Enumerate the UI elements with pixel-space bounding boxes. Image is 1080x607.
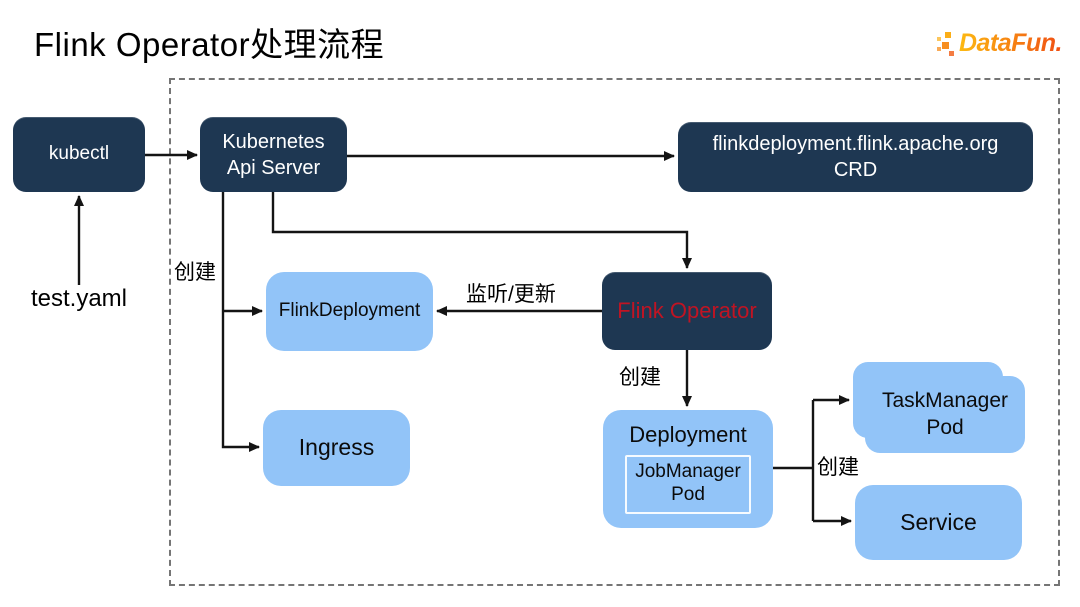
node-api-server-line1: Kubernetes — [222, 130, 325, 153]
node-service: Service — [855, 485, 1022, 560]
node-crd-line2: CRD — [833, 159, 878, 181]
edge-label-watch-update: 监听/更新 — [466, 283, 556, 306]
node-ingress-label: Ingress — [298, 434, 375, 461]
node-taskmanager-pod: TaskManager Pod — [853, 362, 1025, 453]
node-ingress: Ingress — [263, 410, 410, 486]
datafun-logo: DataFun. — [936, 29, 1062, 58]
node-taskmanager-pod-label: TaskManager Pod — [865, 376, 1025, 453]
node-flinkdeployment-label: FlinkDeployment — [278, 300, 421, 322]
node-flinkdeployment: FlinkDeployment — [266, 272, 433, 351]
node-jobmanager-pod: JobManager Pod — [625, 454, 751, 514]
node-crd-line1: flinkdeployment.flink.apache.org — [712, 133, 999, 155]
datafun-sparkle-icon — [937, 31, 954, 56]
node-api-server: Kubernetes Api Server — [200, 117, 347, 192]
edge-label-create-pods: 创建 — [817, 456, 859, 479]
node-kubectl: kubectl — [13, 117, 145, 192]
node-taskmanager-pod-line2: Pod — [926, 415, 964, 439]
node-deployment: Deployment JobManager Pod — [603, 410, 773, 528]
node-flink-operator-label: Flink Operator — [617, 297, 757, 323]
taskmanager-pod-front-card — [865, 376, 1025, 453]
test-yaml-label: test.yaml — [30, 285, 128, 312]
node-kubectl-label: kubectl — [48, 143, 110, 165]
node-jobmanager-pod-line1: JobManager — [635, 461, 741, 483]
node-service-label: Service — [900, 508, 977, 535]
edge-label-create-flinkdeployment: 创建 — [174, 261, 216, 284]
node-flink-operator: Flink Operator — [602, 272, 772, 350]
node-jobmanager-pod-line2: Pod — [671, 484, 705, 506]
node-crd: flinkdeployment.flink.apache.org CRD — [678, 122, 1033, 192]
page-title: Flink Operator处理流程 — [34, 26, 385, 63]
cluster-boundary — [169, 78, 1060, 586]
node-taskmanager-pod-line1: TaskManager — [881, 389, 1009, 413]
datafun-logo-text: DataFun. — [959, 29, 1062, 57]
node-deployment-label: Deployment — [629, 422, 747, 447]
node-api-server-line2: Api Server — [226, 156, 321, 179]
edge-label-create-deployment: 创建 — [619, 366, 661, 389]
